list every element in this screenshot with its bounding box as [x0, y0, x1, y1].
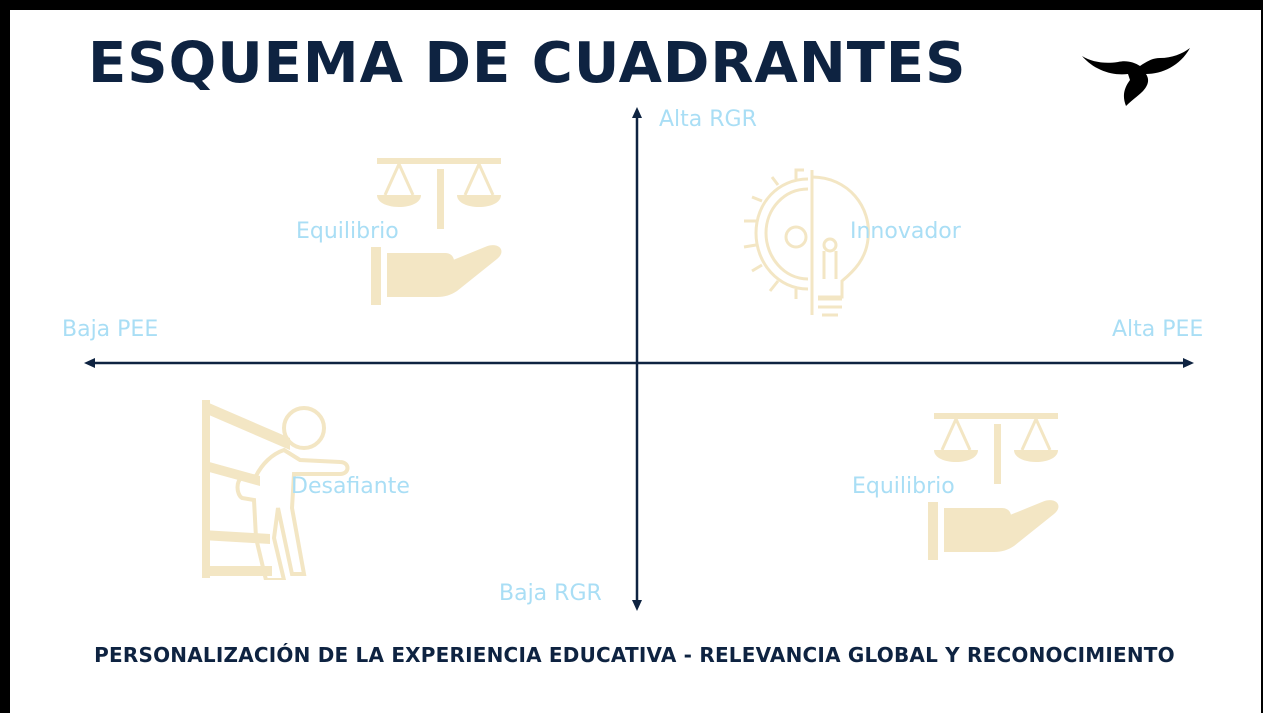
arrow-left-icon: [84, 358, 95, 368]
quadrant-label-bottom-left: Desafiante: [291, 474, 410, 499]
footer-caption: PERSONALIZACIÓN DE LA EXPERIENCIA EDUCAT…: [94, 643, 1175, 667]
axis-label-alta-pee: Alta PEE: [1112, 317, 1204, 342]
scales-hand-icon: [371, 158, 502, 305]
arrow-right-icon: [1183, 358, 1194, 368]
page-title: ESQUEMA DE CUADRANTES: [88, 31, 967, 96]
quadrant-label-bottom-right: Equilibrio: [852, 474, 955, 499]
person-climbing-icon: [202, 400, 350, 580]
quadrant-label-top-right: Innovador: [850, 219, 961, 244]
eagle-logo-icon: [1082, 48, 1190, 106]
gear-lightbulb-icon: [743, 168, 870, 317]
arrow-down-icon: [632, 600, 642, 611]
axis-label-baja-rgr: Baja RGR: [499, 581, 602, 606]
scales-hand-icon: [928, 413, 1059, 560]
axis-label-alta-rgr: Alta RGR: [659, 107, 757, 132]
quadrant-label-top-left: Equilibrio: [296, 219, 399, 244]
axis-label-baja-pee: Baja PEE: [62, 317, 159, 342]
quadrant-axes: [84, 107, 1194, 611]
arrow-up-icon: [632, 107, 642, 118]
slide: ESQUEMA DE CUADRANTES: [10, 10, 1261, 713]
